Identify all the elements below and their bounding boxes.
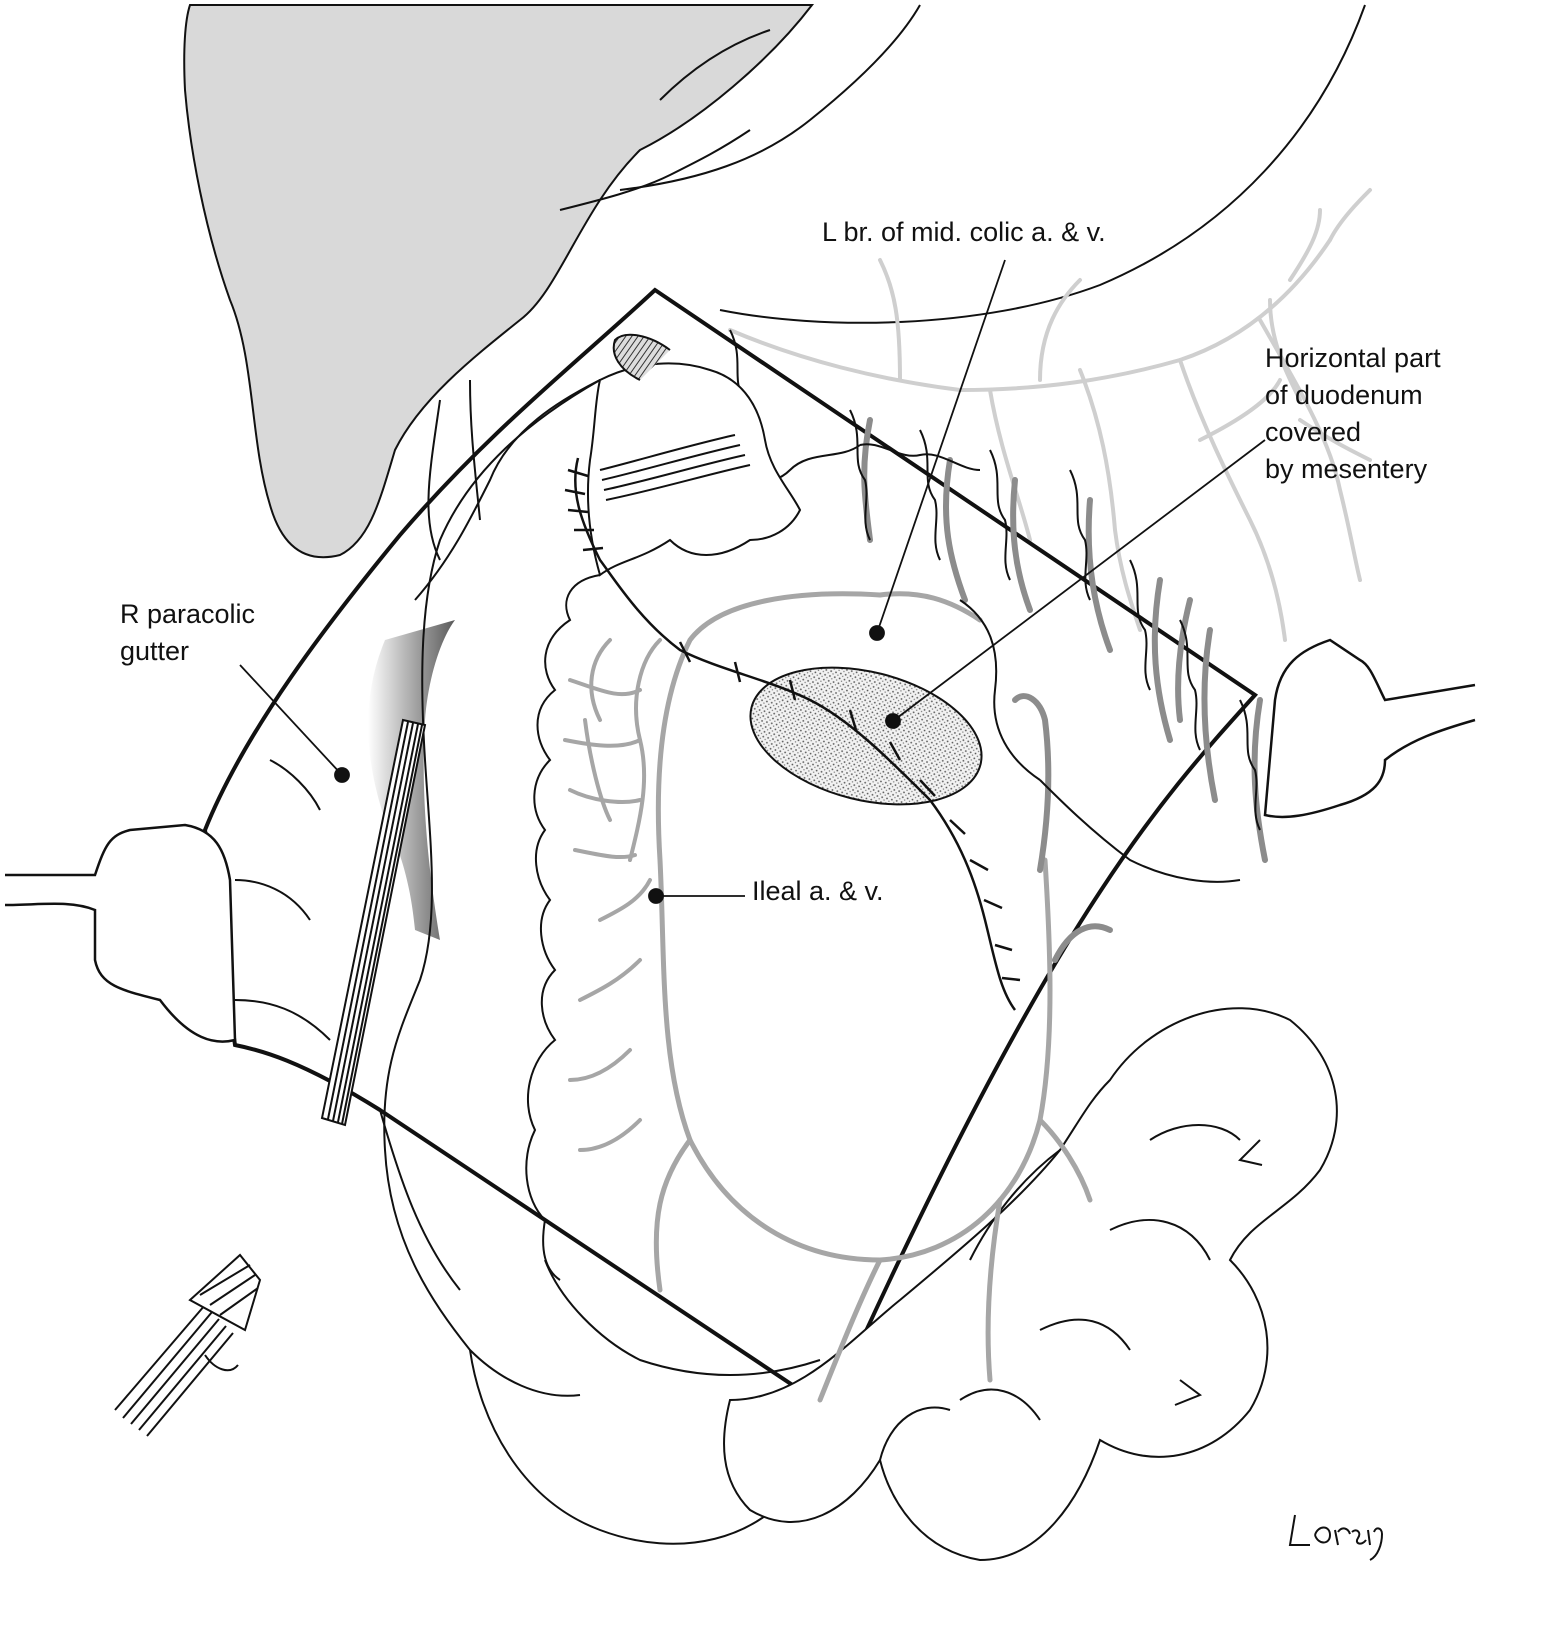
- liver-shape: [183, 4, 815, 559]
- retractor-right: [1263, 638, 1476, 819]
- label-paracolic-gutter: R paracolic gutter: [120, 596, 255, 670]
- colon-margin: [525, 574, 601, 1281]
- label-duodenum-line-3: covered: [1265, 417, 1362, 447]
- lower-bowel: [379, 1109, 1061, 1376]
- ileal-vessel: [653, 591, 1093, 1403]
- label-gutter-line-1: R paracolic: [120, 599, 256, 629]
- label-gutter-line-2: gutter: [120, 636, 190, 666]
- label-mid-colic-vessel: L br. of mid. colic a. & v.: [822, 217, 1106, 247]
- drain-tube: [114, 1253, 262, 1437]
- retractor-left: [4, 823, 237, 1043]
- ileum-end: [587, 333, 802, 577]
- label-ileal-vessel: Ileal a. & v.: [752, 876, 884, 906]
- ureter-tube: [320, 718, 427, 1127]
- leader-lines: [239, 259, 1266, 904]
- duodenum-ellipse: [749, 666, 983, 806]
- upper-organ-outlines: [414, 4, 1366, 601]
- wound-frame: [202, 287, 1259, 1413]
- label-duodenum-line-2: of duodenum: [1265, 380, 1423, 410]
- label-duodenum-line-4: by mesentery: [1265, 454, 1428, 484]
- artist-signature: [1288, 1514, 1384, 1561]
- label-duodenum-line-1: Horizontal part: [1265, 343, 1441, 373]
- mid-colic-vessels: [861, 417, 1268, 963]
- label-duodenum: Horizontal part of duodenum covered by m…: [1265, 340, 1441, 488]
- suture-lines: [564, 457, 1021, 1011]
- small-bowel-loops: [723, 1007, 1338, 1562]
- ascending-colon: [234, 379, 801, 1545]
- mesenteric-vessels-light: [728, 188, 1372, 642]
- colic-arcades: [563, 638, 662, 1152]
